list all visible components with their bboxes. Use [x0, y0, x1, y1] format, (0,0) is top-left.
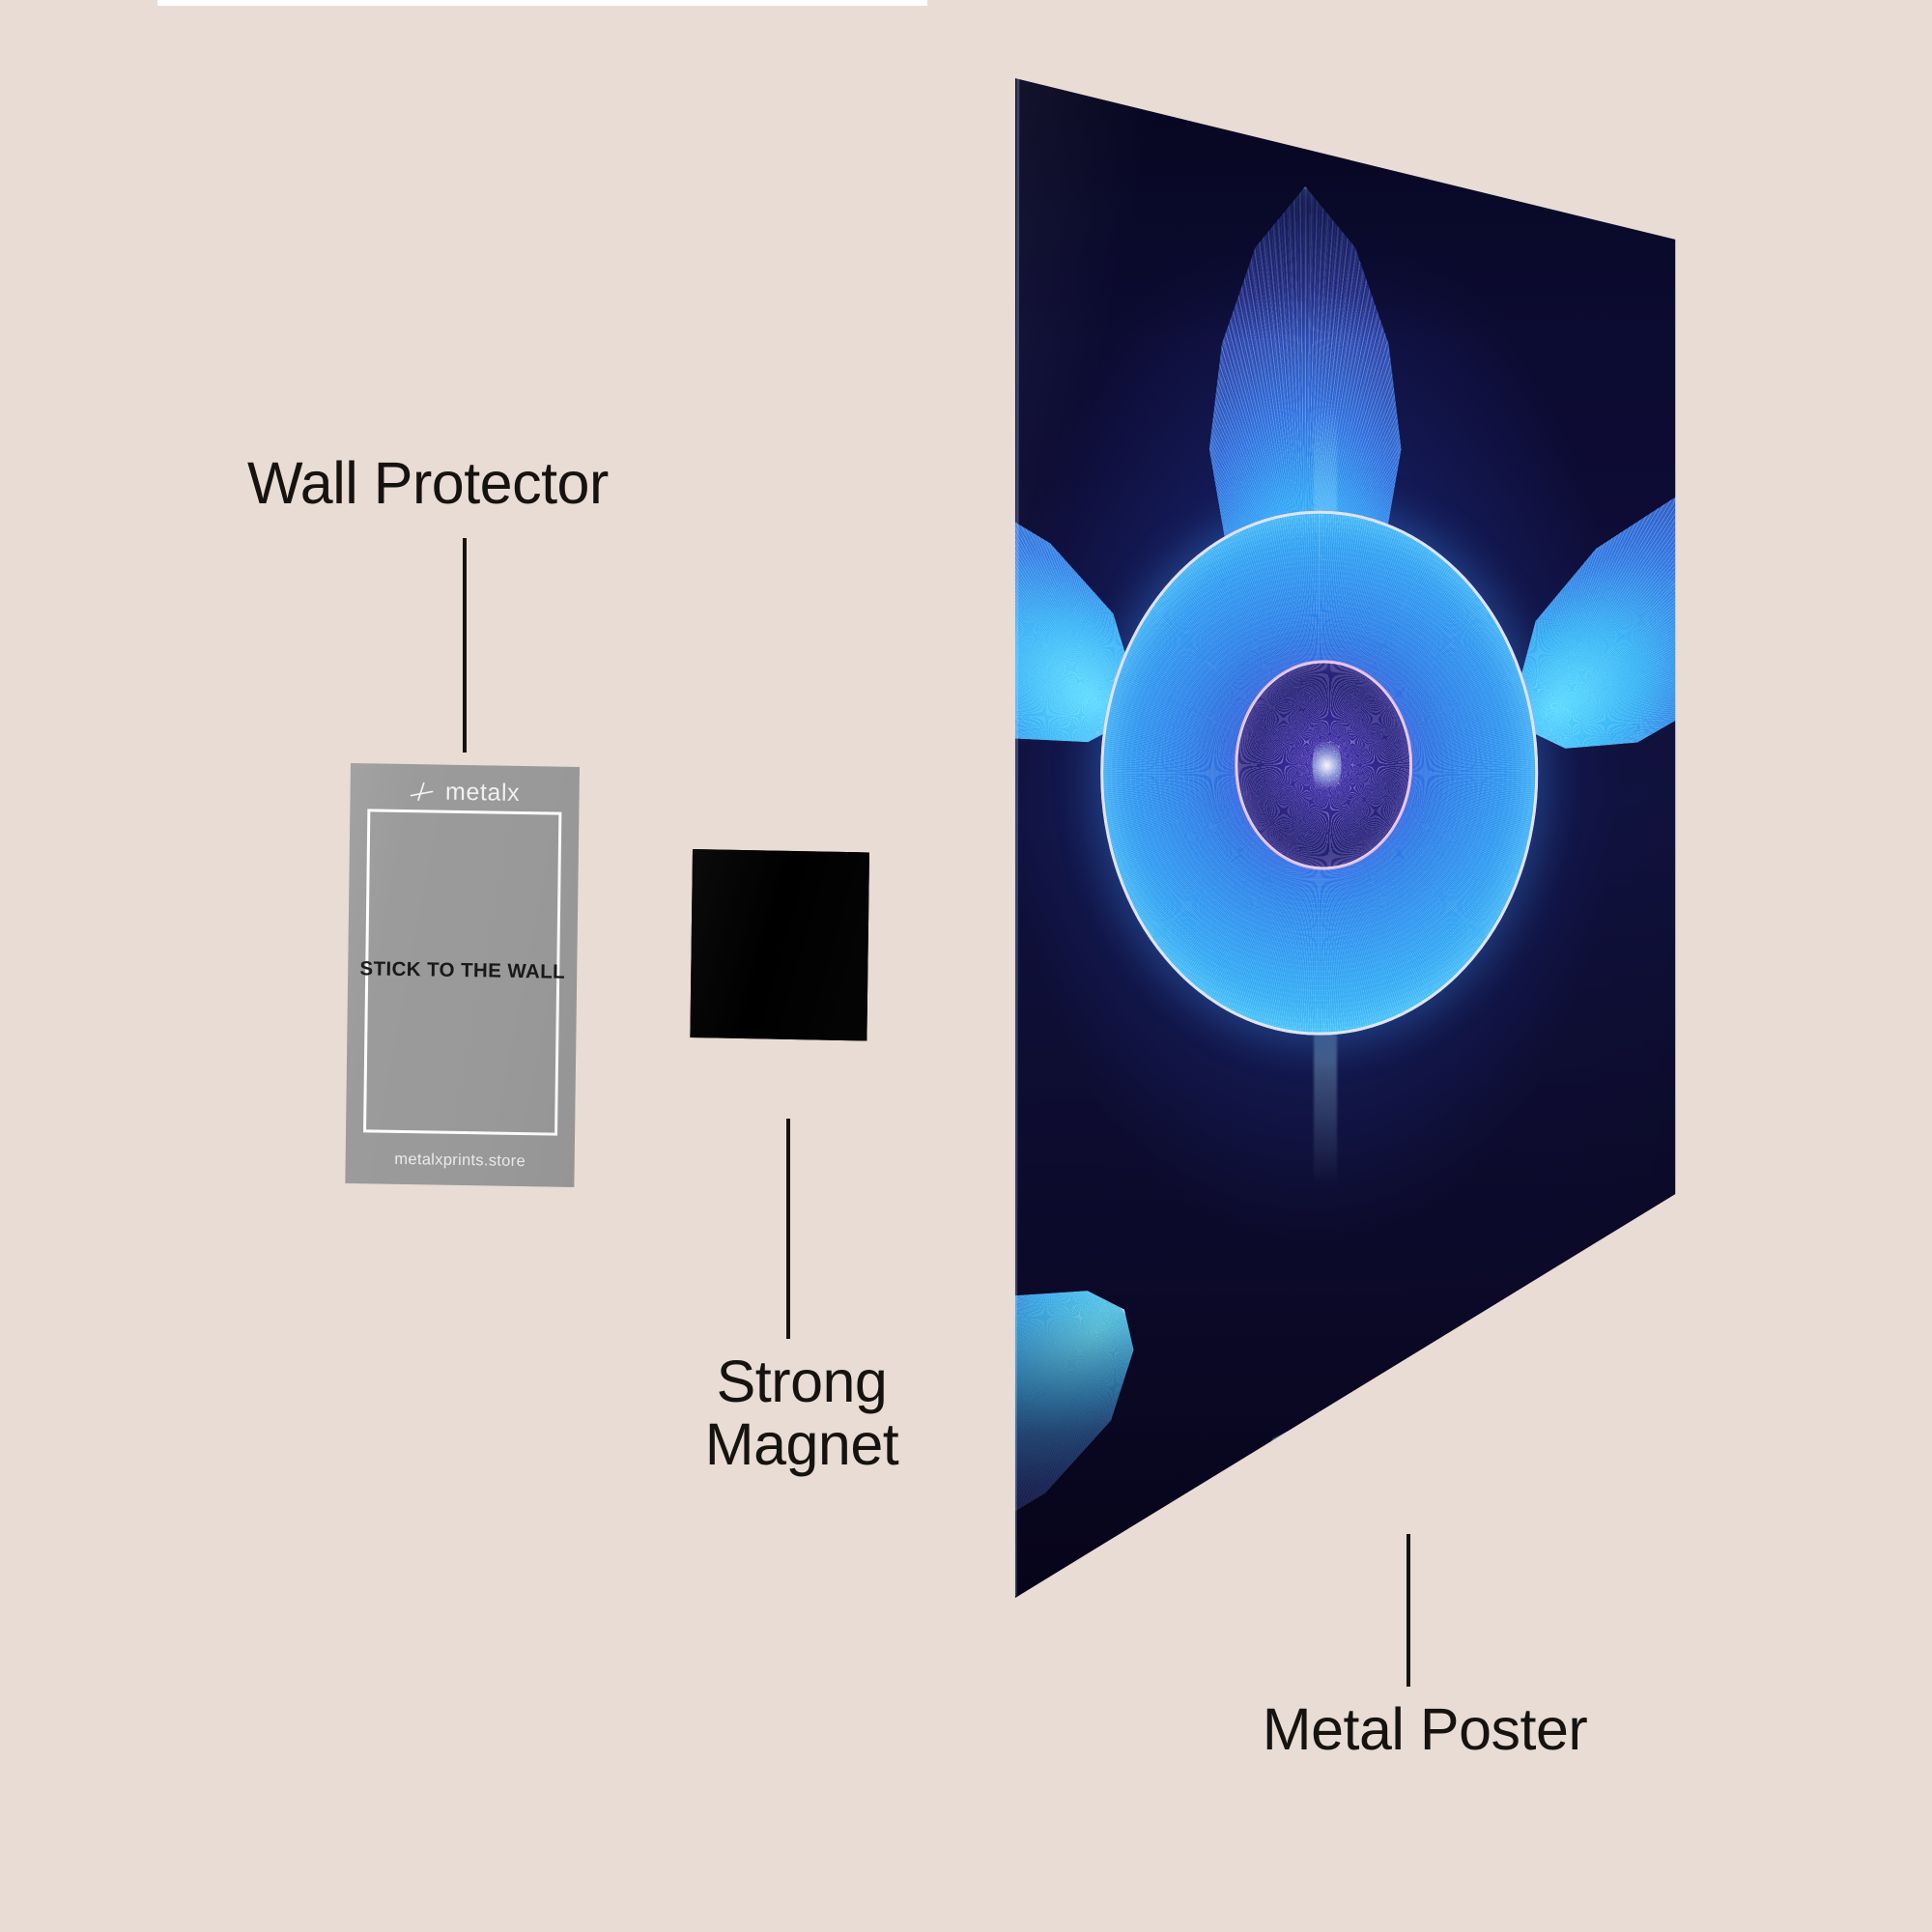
poster-top-shading — [1014, 78, 1676, 340]
callout-label-strong-magnet: Strong Magnet — [704, 1349, 899, 1477]
callout-line-wall-protector — [463, 538, 467, 753]
callout-line-metal-poster — [1406, 1534, 1410, 1687]
wall-protector-instruction-text: STICK TO THE WALL — [359, 957, 566, 983]
wall-protector-store-url: metalxprints.store — [394, 1150, 526, 1171]
metalx-cross-mark-icon — [411, 781, 434, 802]
metal-poster-surface — [1014, 78, 1676, 1599]
wall-protector-logo-row: metalx — [350, 776, 579, 809]
wall-protector-brand-text: metalx — [444, 778, 521, 807]
strong-magnet-plate[interactable] — [690, 849, 869, 1041]
callout-line-strong-magnet — [786, 1119, 790, 1339]
mandala-inner-core — [1235, 660, 1412, 870]
callout-label-wall-protector: Wall Protector — [247, 450, 609, 516]
callout-label-metal-poster: Metal Poster — [1262, 1696, 1588, 1762]
top-white-strip — [157, 0, 927, 6]
poster-bottom-shading — [1014, 1278, 1676, 1599]
metal-poster[interactable] — [985, 58, 1681, 1623]
core-light-spark — [1312, 733, 1342, 797]
wall-protector-sheet[interactable]: metalx STICK TO THE WALL metalxprints.st… — [345, 763, 580, 1187]
